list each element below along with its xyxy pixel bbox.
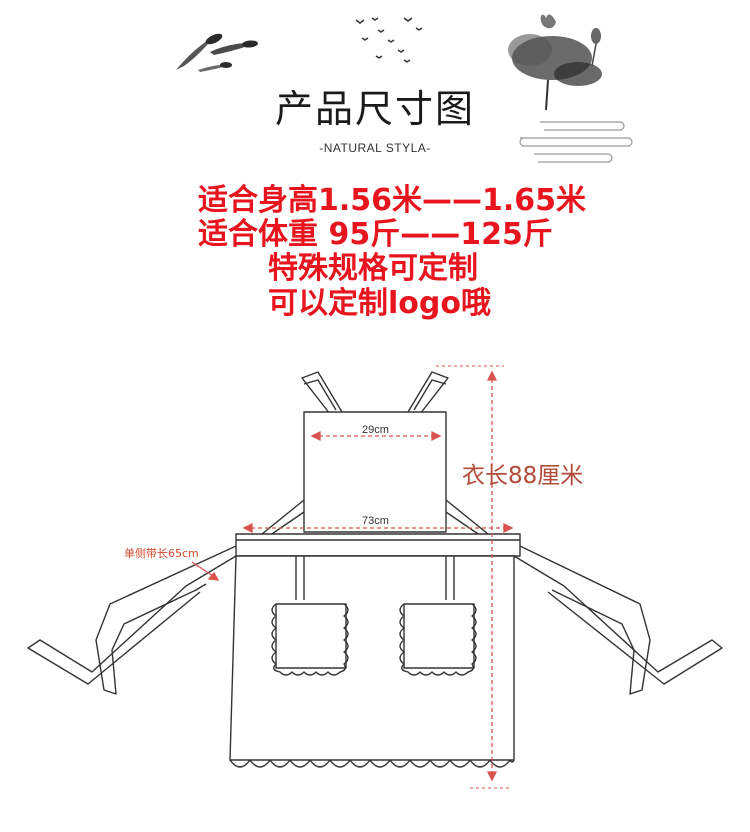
- line-doodle-icon: [519, 121, 633, 163]
- page-title: 产品尺寸图: [274, 87, 475, 131]
- spec-weight: 适合体重 95斤——125斤: [198, 217, 553, 252]
- page-subtitle: -NATURAL STYLA-: [319, 141, 431, 155]
- spec-custom-logo: 可以定制logo哦: [268, 286, 491, 321]
- koi-fish-icon: [176, 33, 258, 72]
- apron-diagram: [27, 371, 723, 768]
- spec-custom-size: 特殊规格可定制: [268, 251, 478, 286]
- birds-icon: [355, 17, 423, 63]
- dimension-lines: [191, 365, 514, 789]
- waist-width-label: 73cm: [362, 515, 389, 527]
- spec-height: 适合身高1.56米——1.65米: [198, 183, 587, 218]
- bib-width-label: 29cm: [362, 424, 389, 436]
- lotus-painting-icon: [508, 14, 602, 111]
- strap-length-label: 单侧带长65cm: [124, 547, 199, 560]
- total-length-label: 衣长88厘米: [462, 463, 584, 489]
